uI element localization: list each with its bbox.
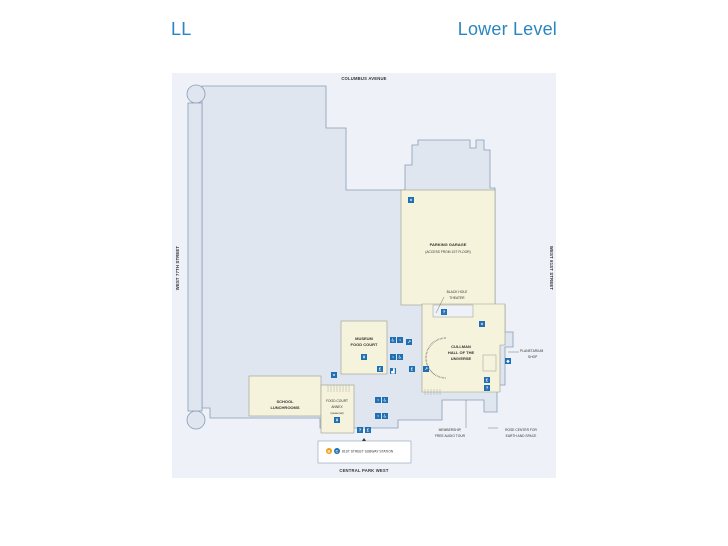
telephone-icon: £ (484, 377, 490, 383)
museum-food-court-label: MUSEUM (355, 336, 373, 341)
svg-text:↗: ↗ (424, 367, 428, 372)
svg-text:¥: ¥ (336, 418, 339, 423)
black-hole-theater-label-2: THEATER (449, 296, 465, 300)
corner-tower-sw (186, 410, 206, 430)
level-name: Lower Level (457, 19, 557, 39)
escalator-icon: ↗ (406, 339, 412, 345)
stairs-icon: ▟ (390, 368, 396, 375)
svg-text:♿: ♿ (398, 355, 402, 360)
level-code: LL (171, 19, 192, 39)
black-hole-theater-label: BLACK HOLE (447, 290, 469, 294)
street-south: CENTRAL PARK WEST (339, 468, 389, 473)
accessible-icon: ♿ (382, 397, 388, 403)
restroom-icon: ♀ (390, 354, 396, 360)
food-icon: ¥ (334, 417, 340, 423)
subway-station-label: 81ST STREET SUBWAY STATION (342, 450, 394, 454)
rose-center-label: ROSE CENTER FOR (505, 428, 537, 432)
street-west: WEST 77TH STREET (175, 246, 180, 291)
svg-text:×: × (481, 322, 484, 327)
svg-text:¥: ¥ (363, 355, 366, 360)
food-court-annex-area (320, 384, 355, 434)
elevator-icon: × (408, 197, 414, 203)
food-court-annex-label: FOOD COURT (326, 399, 348, 403)
subway-line-b: B (328, 449, 331, 454)
svg-text:♀: ♀ (391, 355, 394, 360)
school-lunchrooms-label-2: LUNCHROOMS (270, 405, 299, 410)
telephone-icon: £ (365, 427, 371, 433)
svg-text:?: ? (486, 386, 489, 391)
street-north: COLUMBUS AVENUE (341, 76, 386, 81)
stairs-hatching (327, 385, 441, 395)
museum-food-court-label-2: FOOD COURT (351, 342, 378, 347)
svg-text:×: × (333, 373, 336, 378)
information-icon: ? (357, 427, 363, 433)
accessible-icon: ♿ (390, 337, 396, 343)
svg-text:£: £ (367, 428, 370, 433)
svg-text:?: ? (359, 428, 362, 433)
svg-text:£: £ (486, 378, 489, 383)
svg-text:♿: ♿ (391, 338, 395, 343)
school-lunchrooms-label: SCHOOL (276, 399, 294, 404)
elevator-icon: × (479, 321, 485, 327)
membership-label-2: FREE AUDIO TOUR (435, 434, 466, 438)
food-icon: ¥ (361, 354, 367, 360)
information-icon: ? (484, 385, 490, 391)
membership-label: MEMBERSHIP, (439, 428, 462, 432)
telephone-icon: £ (409, 366, 415, 372)
subway-c-icon (334, 448, 340, 454)
svg-text:♀: ♀ (376, 414, 379, 419)
planetarium-shop-label-2: SHOP (528, 355, 538, 359)
school-lunchrooms-area (248, 375, 322, 417)
restroom-icon: ♀ (397, 337, 403, 343)
cullman-hall-label-2: HALL OF THE (448, 350, 475, 355)
food-court-annex-label-3: (seasonal) (330, 411, 343, 415)
svg-text:♿: ♿ (383, 398, 387, 403)
west-wing (187, 102, 203, 412)
planetarium-shop-shelf (482, 354, 497, 372)
svg-text:♿: ♿ (383, 414, 387, 419)
parking-garage-sublabel: (ACCESS FROM 1ST FLOOR) (425, 250, 471, 254)
svg-text:◆: ◆ (506, 359, 510, 364)
planetarium-shop-label: PLANETARIUM (520, 349, 543, 353)
svg-text:♀: ♀ (376, 398, 379, 403)
elevator-icon: × (331, 372, 337, 378)
svg-text:£: £ (379, 367, 382, 372)
svg-text:£: £ (411, 367, 414, 372)
cullman-hall-ramp (425, 337, 447, 379)
svg-text:♀: ♀ (398, 338, 401, 343)
cullman-hall-label: CULLMAN (451, 344, 471, 349)
rose-center-label-2: EARTH AND SPACE (506, 434, 537, 438)
telephone-icon: £ (377, 366, 383, 372)
information-icon: ? (441, 309, 447, 315)
escalator-icon: ↗ (423, 366, 429, 372)
parking-garage-label: PARKING GARAGE (430, 242, 467, 247)
corner-tower-nw (186, 84, 206, 104)
accessible-icon: ♿ (397, 354, 403, 360)
black-hole-theater-pointer (435, 296, 445, 314)
cullman-hall-label-3: UNIVERSE (451, 356, 472, 361)
accessible-icon: ♿ (382, 413, 388, 419)
street-east: WEST 81ST STREET (549, 246, 554, 290)
svg-text:?: ? (443, 310, 446, 315)
shop-icon: ◆ (505, 358, 511, 364)
svg-text:↗: ↗ (407, 340, 411, 345)
entrance-arrow-icon (362, 438, 366, 441)
svg-text:▟: ▟ (391, 368, 395, 375)
subway-line-c: C (336, 449, 339, 454)
svg-text:×: × (410, 198, 413, 203)
subway-b-icon (326, 448, 332, 454)
parking-garage-area (400, 189, 496, 306)
food-court-annex-label-2: ANNEX (331, 405, 343, 409)
restroom-icon: ♀ (375, 397, 381, 403)
restroom-icon: ♀ (375, 413, 381, 419)
museum-food-court-area (340, 320, 388, 375)
